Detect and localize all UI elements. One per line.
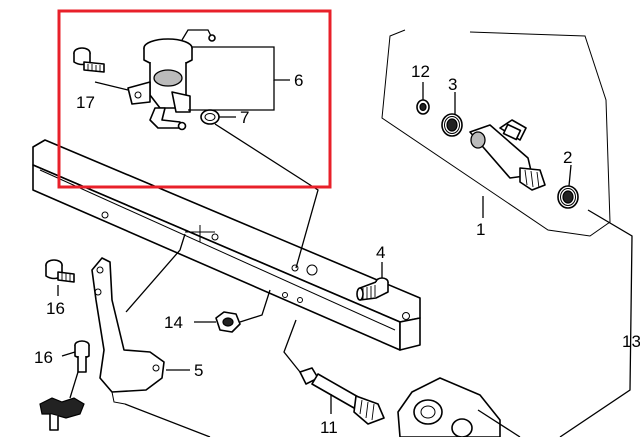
callout-2: 2: [563, 148, 572, 167]
bolt-17: [73, 47, 105, 73]
callout-labels: 1 2 3 4 5 6 7 11 12 13 14 16 16 17: [34, 62, 640, 437]
callout-6: 6: [294, 71, 303, 90]
bolt-16-upper: [45, 259, 75, 283]
callout-13: 13: [622, 332, 640, 351]
leader-lines: [57, 46, 633, 437]
callout-17: 17: [76, 93, 95, 112]
callout-14: 14: [164, 313, 183, 332]
callout-7: 7: [240, 108, 249, 127]
callout-5: 5: [194, 361, 203, 380]
callout-1: 1: [476, 220, 485, 239]
injector-group-outline: [381, 29, 611, 237]
callout-11: 11: [320, 418, 338, 437]
bracket-5: [91, 257, 165, 405]
callout-16-upper: 16: [46, 299, 65, 318]
bolt-16-lower: [74, 340, 90, 373]
callout-3: 3: [448, 75, 457, 94]
fuel-pipe-11: [299, 367, 521, 437]
highlight-box: [57, 9, 332, 189]
callout-12: 12: [411, 62, 430, 81]
injector-assembly: [416, 99, 579, 209]
hose-clip: [39, 397, 85, 431]
nut-14: [215, 311, 241, 333]
callout-4: 4: [376, 243, 385, 262]
pressure-regulator: [127, 29, 216, 131]
o-ring-7: [200, 109, 220, 125]
callout-16-lower: 16: [34, 348, 53, 367]
stud-4: [356, 277, 389, 301]
